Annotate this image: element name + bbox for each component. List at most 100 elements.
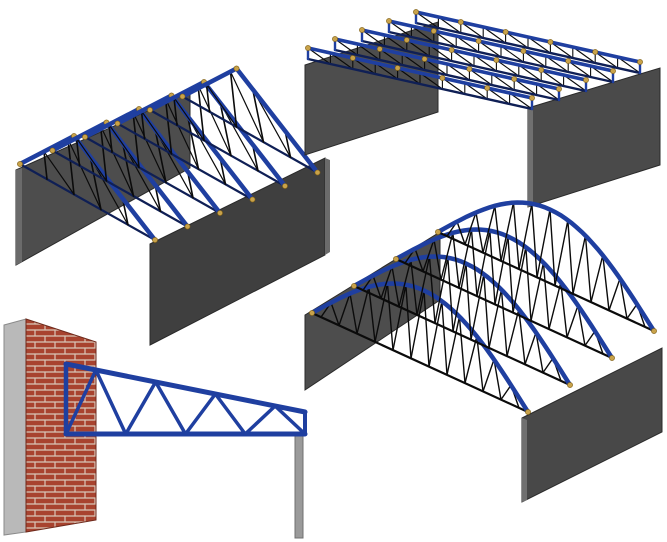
flat-truss bbox=[413, 9, 643, 75]
web-diagonal bbox=[518, 308, 526, 366]
web-member bbox=[164, 97, 173, 155]
web-diagonal bbox=[494, 235, 509, 306]
top-chord bbox=[414, 10, 642, 64]
web-diagonal bbox=[433, 238, 442, 281]
web-diagonal bbox=[608, 277, 621, 312]
arch-truss bbox=[393, 227, 615, 361]
top-chord-left bbox=[50, 120, 109, 153]
web-diagonal bbox=[548, 281, 562, 330]
connection-plate bbox=[376, 46, 383, 52]
web-diagonal bbox=[619, 277, 628, 320]
web-diagonal bbox=[554, 219, 569, 287]
connection-plate bbox=[413, 9, 419, 15]
connection-plate bbox=[386, 18, 392, 24]
right-wall bbox=[149, 157, 326, 346]
web-diagonal bbox=[507, 235, 514, 314]
heel-plate bbox=[217, 210, 223, 216]
web-member bbox=[219, 102, 232, 157]
web-member bbox=[173, 96, 178, 126]
heel-plate bbox=[179, 93, 186, 100]
heel-plate bbox=[282, 183, 288, 189]
web-diagonal bbox=[535, 331, 544, 374]
web-diagonal bbox=[423, 289, 430, 368]
web-diagonal bbox=[428, 255, 436, 324]
web-diagonal bbox=[536, 208, 551, 279]
front-wall bbox=[527, 67, 661, 208]
concrete-column bbox=[3, 318, 27, 536]
arch-top-chord bbox=[435, 200, 657, 334]
bearing-plate bbox=[651, 328, 657, 334]
connection-plate bbox=[538, 67, 545, 73]
web-diagonal bbox=[456, 220, 466, 246]
top-chord bbox=[333, 37, 561, 91]
connection-plate bbox=[502, 29, 509, 35]
web-diagonal bbox=[356, 286, 370, 335]
web-diagonal bbox=[205, 83, 238, 128]
bottom-chord bbox=[436, 230, 656, 333]
brick-wall bbox=[25, 318, 97, 533]
web-diagonal bbox=[512, 201, 520, 270]
connection-plate bbox=[394, 65, 401, 71]
web-diagonal bbox=[94, 368, 128, 436]
bottom-chord bbox=[333, 48, 561, 102]
web-member bbox=[205, 83, 211, 113]
web-member bbox=[89, 156, 102, 211]
web-diagonal bbox=[440, 232, 454, 281]
gable-truss bbox=[179, 65, 321, 176]
web-diagonal bbox=[500, 384, 512, 401]
bottom-chord bbox=[394, 257, 614, 360]
web-diagonal bbox=[197, 84, 232, 157]
connection-plate bbox=[448, 47, 455, 53]
connection-plate bbox=[520, 48, 527, 54]
connection-plate bbox=[421, 56, 428, 62]
heel-plate bbox=[314, 169, 321, 176]
bearing-plate bbox=[435, 229, 441, 235]
bottom-chord bbox=[387, 30, 615, 84]
flat-truss bbox=[332, 36, 562, 102]
web-diagonal bbox=[458, 228, 473, 289]
web-diagonal bbox=[475, 211, 484, 254]
web-member bbox=[108, 123, 113, 153]
connection-plate bbox=[439, 75, 446, 81]
web-diagonal bbox=[349, 292, 358, 335]
bearing-plate bbox=[567, 382, 573, 388]
web-diagonal bbox=[422, 238, 435, 273]
web-diagonal bbox=[410, 259, 418, 316]
web-diagonal bbox=[531, 203, 538, 279]
connection-plate bbox=[493, 57, 500, 63]
flat-truss bbox=[386, 18, 616, 84]
web-diagonal bbox=[464, 335, 478, 384]
bearing-plate bbox=[525, 409, 531, 415]
web-diagonal bbox=[572, 234, 587, 295]
web-diagonal bbox=[506, 308, 520, 357]
connection-plate bbox=[475, 38, 482, 44]
web-diagonal bbox=[452, 262, 467, 333]
heel-plate bbox=[147, 107, 153, 113]
bottom-chord bbox=[51, 149, 189, 228]
web-diagonal bbox=[482, 358, 495, 393]
connection-plate bbox=[349, 55, 356, 61]
ridge-plate bbox=[233, 65, 240, 72]
web-diagonal bbox=[483, 273, 490, 349]
web-diagonal bbox=[470, 273, 485, 341]
cantilever-truss-scene bbox=[3, 318, 308, 539]
arch-truss bbox=[309, 281, 531, 415]
heel-plate bbox=[152, 237, 158, 243]
top-chord-left bbox=[17, 133, 77, 167]
bottom-chord bbox=[116, 122, 254, 201]
web-member bbox=[251, 88, 265, 143]
web-member bbox=[99, 124, 108, 182]
bottom-chord bbox=[148, 108, 287, 188]
web-diagonal bbox=[525, 246, 532, 322]
top-chord bbox=[387, 19, 615, 73]
web-diagonal bbox=[153, 380, 188, 436]
web-diagonal bbox=[465, 262, 472, 341]
top-chord-right bbox=[234, 66, 320, 175]
web-diagonal bbox=[542, 261, 550, 330]
web-diagonal bbox=[482, 205, 496, 254]
web-diagonal bbox=[67, 138, 102, 211]
heel-plate bbox=[249, 196, 256, 203]
web-diagonal bbox=[584, 234, 592, 303]
web-diagonal bbox=[602, 254, 610, 312]
